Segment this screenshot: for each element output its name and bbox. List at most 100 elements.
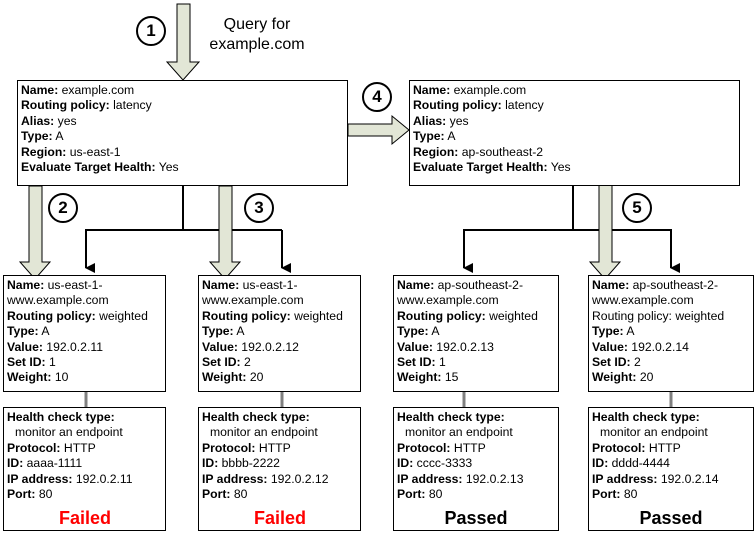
value: 80 [428,487,443,502]
label: Alias: [21,113,55,128]
value: example.com [453,83,527,97]
value: monitor an endpoint [405,425,513,440]
value: monitor an endpoint [600,425,708,440]
weighted-record-4: Name: ap-southeast-2- www.example.com Ro… [588,275,754,392]
health-check-2: Health check type: monitor an endpoint P… [198,407,361,531]
value: 80 [623,487,638,502]
value: latency [505,98,544,113]
value: latency [113,98,152,113]
value: us-east-1- [47,278,103,292]
value: HTTP [648,440,681,455]
value: cccc-3333 [416,456,473,471]
latency-record-ap-southeast-2: Name: example.com Routing policy: latenc… [409,80,740,186]
label: Evaluate Target Health: [21,160,156,175]
value: 10 [54,370,69,385]
label: Port: [202,487,231,502]
label: IP address: [397,471,463,486]
label: Port: [592,487,621,502]
value: dddd-4444 [611,456,670,471]
label: Health check type: [202,410,310,424]
tree-lines-left [85,186,291,273]
value: www.example.com [7,293,109,308]
value: bbbb-2222 [221,456,280,471]
step-4-arrow [347,114,410,146]
step-3-arrow [208,185,242,280]
record-healthcheck-links [84,392,673,407]
label: Protocol: [592,440,646,455]
label: Protocol: [202,440,256,455]
step-2-badge: 2 [48,193,78,223]
label: Value: [202,339,238,354]
value: aaaa-1111 [26,456,83,471]
label: Set ID: [592,355,631,370]
label: Set ID: [397,355,436,370]
label: ID: [7,456,24,471]
value: HTTP [258,440,291,455]
value: 20 [639,370,654,385]
label: Health check type: [592,410,700,424]
label: IP address: [592,471,658,486]
value: www.example.com [397,293,499,308]
weighted-record-2: Name: us-east-1- www.example.com Routing… [198,275,361,392]
health-status-2: Failed [253,508,306,528]
value: www.example.com [592,293,694,308]
label: Name: [7,278,45,292]
value: A [431,324,440,339]
health-status-1: Failed [58,508,111,528]
label: Routing policy: [413,98,502,113]
label: Name: [413,83,451,97]
label: Set ID: [7,355,46,370]
value: 192.0.2.14 [631,339,689,354]
value: ap-southeast-2- [437,278,524,292]
value: weighted [99,308,148,323]
value: Yes [550,160,571,175]
step-5-badge: 5 [622,193,652,223]
label: ID: [202,456,219,471]
value: us-east-1- [242,278,298,292]
health-status-3: Passed [444,508,508,528]
value: weighted [675,308,725,323]
query-caption-line2: example.com [209,36,305,53]
health-status-4: Passed [639,508,703,528]
tree-lines-right [463,186,680,273]
value: 192.0.2.13 [465,471,524,486]
label: Name: [21,83,59,97]
value: example.com [61,83,135,97]
label: Type: [21,129,53,144]
health-check-1: Health check type: monitor an endpoint P… [3,407,166,531]
label: Health check type: [397,410,505,424]
label: Evaluate Target Health: [413,160,548,175]
label: Type: [7,324,39,339]
value: ap-southeast-2- [632,278,719,292]
label: Weight: [202,370,247,385]
label: Routing policy: [202,308,291,323]
label: Region: [21,144,67,159]
label: Type: [397,324,429,339]
value: 1 [439,355,446,370]
label: Weight: [397,370,442,385]
value: Yes [158,160,179,175]
value: 80 [233,487,248,502]
label: Port: [7,487,36,502]
value: 2 [244,355,251,370]
value: 192.0.2.12 [241,339,299,354]
label: IP address: [202,471,268,486]
health-check-3: Health check type: monitor an endpoint P… [393,407,559,531]
label: Health check type: [7,410,115,424]
label: Name: [397,278,435,292]
value: 192.0.2.11 [46,339,103,354]
label: ID: [592,456,609,471]
label: Value: [397,339,433,354]
health-check-4: Health check type: monitor an endpoint P… [588,407,754,531]
step-4-badge: 4 [362,82,392,112]
label: Weight: [592,370,637,385]
value: weighted [489,308,538,323]
step-1-arrow [165,3,201,81]
step-2-arrow [18,185,52,280]
label: Name: [592,278,630,292]
value: 1 [49,355,56,370]
label: Value: [592,339,628,354]
label: Routing policy: [7,308,96,323]
value: monitor an endpoint [210,425,318,440]
